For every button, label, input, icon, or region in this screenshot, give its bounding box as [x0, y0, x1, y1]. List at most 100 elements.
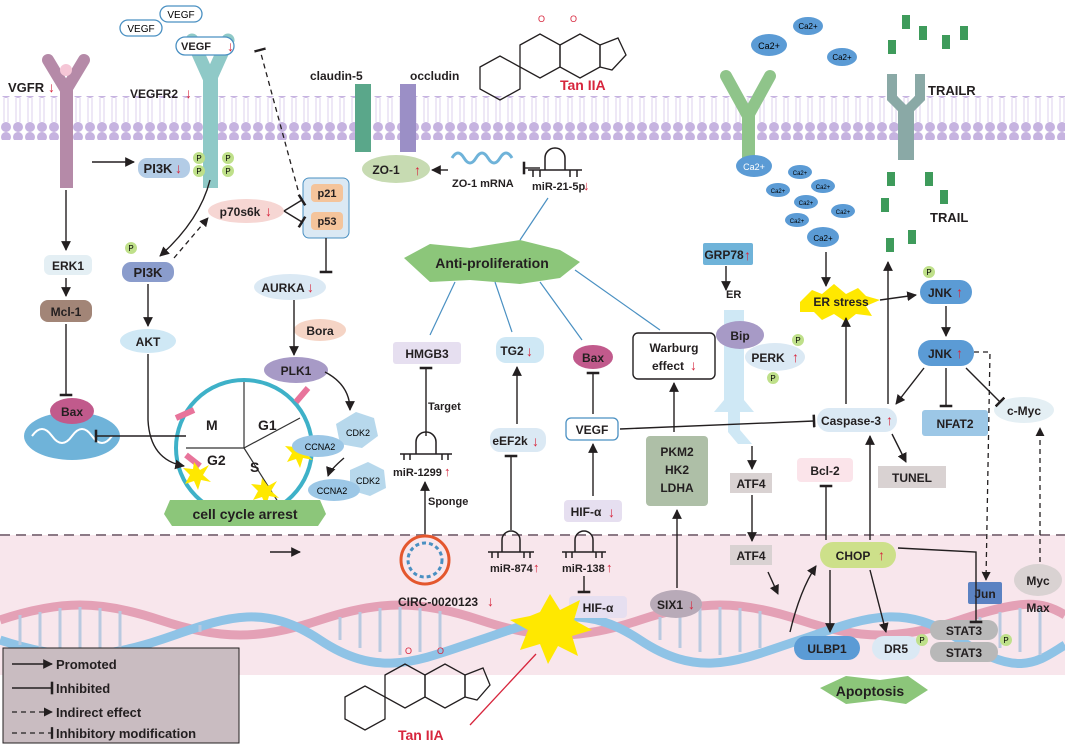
svg-text:VEGF: VEGF — [127, 24, 154, 35]
bip-node — [716, 321, 764, 349]
svg-text:effect: effect — [652, 359, 684, 373]
svg-text:ATF4: ATF4 — [736, 477, 765, 491]
trailr-receptor — [887, 74, 925, 160]
hif-top-node — [564, 500, 622, 522]
svg-text:P: P — [795, 336, 800, 345]
mir874-label: miR-874 — [490, 563, 534, 575]
pi3k-phospho-node — [122, 262, 174, 282]
svg-text:GRP78: GRP78 — [704, 248, 744, 262]
svg-text:PI3K: PI3K — [134, 265, 164, 280]
phase-g1: G1 — [258, 417, 277, 433]
mir21-label: miR-21-5p — [532, 181, 585, 193]
svg-text:Ca2+: Ca2+ — [832, 53, 852, 62]
ccna2-b-node — [308, 479, 360, 501]
svg-text:↓: ↓ — [227, 38, 234, 54]
svg-text:VEGF: VEGF — [576, 423, 609, 437]
trail-label: TRAIL — [930, 210, 968, 225]
vegf-mid-node — [565, 417, 619, 441]
svg-text:p70s6k: p70s6k — [220, 205, 261, 219]
target-label: Target — [428, 401, 461, 413]
svg-text:↓: ↓ — [526, 343, 533, 359]
phase-g2: G2 — [207, 452, 226, 468]
svg-text:P: P — [128, 244, 133, 253]
svg-text:Ca2+: Ca2+ — [836, 210, 851, 216]
claudin5-label: claudin-5 — [310, 69, 363, 83]
aurka-node — [254, 274, 326, 300]
six1-node — [650, 590, 702, 618]
svg-text:c-Myc: c-Myc — [1007, 404, 1041, 418]
cmyc-node — [994, 397, 1054, 423]
svg-text:PERK: PERK — [751, 351, 785, 365]
svg-text:ULBP1: ULBP1 — [807, 642, 847, 656]
vegfr2-label: VEGFR2 — [130, 87, 178, 101]
atf4-top-node — [730, 473, 772, 493]
hmgb3-node — [393, 342, 461, 364]
zo1-node — [362, 155, 430, 183]
svg-text:Ca2+: Ca2+ — [798, 22, 818, 31]
nfat2-node — [922, 410, 988, 436]
svg-text:ER stress: ER stress — [813, 295, 869, 309]
pathway-arrows — [59, 47, 1045, 633]
circ-rna-icon — [399, 534, 451, 586]
svg-text:O: O — [570, 14, 577, 24]
svg-text:↑: ↑ — [792, 349, 799, 365]
tg2-node — [496, 337, 544, 363]
mir1299-label: miR-1299 — [393, 467, 442, 479]
svg-text:PI3K: PI3K — [144, 161, 174, 176]
svg-text:↓: ↓ — [48, 79, 55, 95]
svg-text:Ca2+: Ca2+ — [790, 219, 805, 225]
svg-text:Warburg: Warburg — [650, 341, 699, 355]
svg-text:Bax: Bax — [582, 351, 604, 365]
tan-iia-structure-bottom: O O — [344, 646, 491, 731]
cell-cycle-arrest-banner — [164, 500, 326, 526]
svg-text:JNK: JNK — [928, 286, 952, 300]
svg-text:Bip: Bip — [730, 329, 749, 343]
svg-text:Ca2+: Ca2+ — [799, 201, 814, 207]
er-label: ER — [726, 289, 741, 301]
svg-text:STAT3: STAT3 — [946, 646, 983, 660]
chop-node — [820, 542, 896, 568]
svg-text:P: P — [919, 636, 924, 645]
svg-text:↑: ↑ — [956, 345, 963, 361]
bora-node — [294, 319, 346, 341]
svg-text:CCNA2: CCNA2 — [305, 442, 336, 452]
svg-text:VEGF: VEGF — [167, 10, 194, 21]
occludin-label: occludin — [410, 69, 459, 83]
dr5-node — [872, 636, 920, 660]
svg-text:↑: ↑ — [606, 560, 613, 575]
svg-text:O: O — [538, 14, 545, 24]
svg-text:LDHA: LDHA — [660, 481, 694, 495]
phase-m: M — [206, 417, 218, 433]
svg-text:Ca2+: Ca2+ — [816, 185, 831, 191]
svg-text:↑: ↑ — [878, 547, 885, 563]
jnk-mid-node — [918, 340, 974, 366]
grp78-node — [703, 243, 753, 265]
svg-text:↓: ↓ — [608, 504, 615, 520]
svg-text:O: O — [405, 646, 412, 656]
tan-iia-structure-top: O O — [479, 14, 627, 101]
svg-text:Anti-proliferation: Anti-proliferation — [435, 255, 549, 271]
svg-text:↑: ↑ — [533, 560, 540, 575]
hif-bottom-node — [569, 596, 627, 618]
tunel-node — [878, 466, 946, 488]
svg-text:P: P — [1003, 636, 1008, 645]
plk1-node — [264, 357, 328, 383]
ccna2-a-node — [292, 435, 344, 457]
legend-inhibitory-modification: Inhibitory modification — [56, 726, 196, 741]
calcium-channel — [720, 70, 776, 162]
svg-text:STAT3: STAT3 — [946, 624, 983, 638]
er-stress-burst — [800, 284, 880, 322]
legend-promoted: Promoted — [56, 657, 117, 672]
mir21-icon — [528, 147, 582, 177]
svg-text:ATF4: ATF4 — [736, 549, 765, 563]
svg-text:↑: ↑ — [414, 162, 421, 178]
svg-text:Bcl-2: Bcl-2 — [810, 464, 840, 478]
mitochondrion-icon — [24, 412, 120, 460]
svg-text:CCNA2: CCNA2 — [317, 486, 348, 496]
myc-node — [1014, 564, 1062, 596]
svg-text:TG2: TG2 — [500, 344, 524, 358]
svg-text:VEGF: VEGF — [181, 41, 211, 53]
ulbp1-node — [794, 636, 860, 660]
mir138-label: miR-138 — [562, 563, 605, 575]
